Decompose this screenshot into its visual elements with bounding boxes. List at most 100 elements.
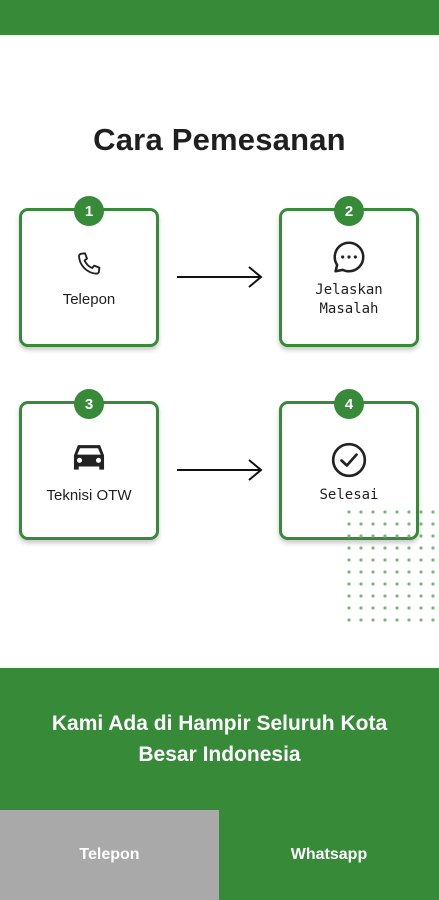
decorative-dot	[395, 570, 399, 574]
decorative-dot	[359, 606, 363, 610]
decorative-dot	[359, 510, 363, 514]
telepon-button[interactable]: Telepon	[0, 810, 219, 900]
decorative-dot	[371, 582, 375, 586]
check-circle-icon	[329, 440, 369, 480]
decorative-dot	[407, 546, 411, 550]
step-number-badge: 2	[334, 196, 364, 226]
decorative-dot	[347, 534, 351, 538]
decorative-dot	[347, 582, 351, 586]
decorative-dot	[395, 510, 399, 514]
decorative-dot	[359, 582, 363, 586]
step-label: Selesai	[319, 487, 379, 503]
decorative-dot	[407, 522, 411, 526]
decorative-dot	[407, 570, 411, 574]
decorative-dot	[371, 522, 375, 526]
whatsapp-button[interactable]: Whatsapp	[219, 810, 439, 900]
car-icon	[69, 437, 109, 477]
decorative-dot	[419, 594, 423, 598]
step-number-badge: 1	[74, 196, 104, 226]
decorative-dot	[347, 618, 351, 622]
decorative-dot	[395, 594, 399, 598]
banner-text: Kami Ada di Hampir Seluruh Kota Besar In…	[51, 712, 388, 766]
decorative-dot	[359, 522, 363, 526]
step-number-badge: 4	[334, 389, 364, 419]
decorative-dot	[407, 534, 411, 538]
decorative-dot	[347, 594, 351, 598]
step-card-selesai: 4 Selesai	[279, 389, 419, 540]
decorative-dot	[431, 558, 435, 562]
decorative-dot	[371, 606, 375, 610]
phone-icon	[69, 245, 109, 285]
decorative-dot	[359, 594, 363, 598]
decorative-dot	[371, 570, 375, 574]
decorative-dot	[419, 510, 423, 514]
decorative-dot	[431, 618, 435, 622]
decorative-dot	[395, 618, 399, 622]
decorative-dot	[407, 582, 411, 586]
decorative-dot	[419, 546, 423, 550]
step-card-telepon: 1 Telepon	[19, 196, 159, 347]
decorative-dot	[419, 522, 423, 526]
decorative-dot	[383, 618, 387, 622]
decorative-dot	[431, 510, 435, 514]
decorative-dot	[431, 522, 435, 526]
decorative-dot	[371, 534, 375, 538]
arrow-right-icon	[177, 266, 263, 288]
decorative-dot	[371, 618, 375, 622]
decorative-dot	[383, 606, 387, 610]
arrow-right-icon	[177, 459, 263, 481]
decorative-dot	[395, 606, 399, 610]
decorative-dot	[419, 606, 423, 610]
decorative-dot	[371, 594, 375, 598]
decorative-dot	[419, 534, 423, 538]
decorative-dot	[407, 558, 411, 562]
decorative-dot	[383, 558, 387, 562]
decorative-dot	[371, 510, 375, 514]
top-bar	[0, 0, 439, 35]
decorative-dot	[347, 558, 351, 562]
decorative-dot	[383, 510, 387, 514]
decorative-dot	[371, 558, 375, 562]
decorative-dot	[395, 534, 399, 538]
decorative-dot	[407, 594, 411, 598]
decorative-dot	[395, 546, 399, 550]
decorative-dot	[383, 594, 387, 598]
decorative-dot	[359, 546, 363, 550]
decorative-dot	[359, 558, 363, 562]
decorative-dot	[347, 510, 351, 514]
decorative-dot	[431, 546, 435, 550]
decorative-dot	[407, 618, 411, 622]
decorative-dot	[395, 558, 399, 562]
decorative-dot	[383, 570, 387, 574]
decorative-dot	[431, 570, 435, 574]
decorative-dot	[347, 606, 351, 610]
page-title: Cara Pemesanan	[93, 122, 346, 157]
step-label: Teknisi OTW	[46, 487, 132, 504]
decorative-dot	[419, 618, 423, 622]
decorative-dot	[359, 534, 363, 538]
coverage-banner: Kami Ada di Hampir Seluruh Kota Besar In…	[0, 668, 439, 810]
decorative-dot	[347, 546, 351, 550]
decorative-dot	[371, 546, 375, 550]
decorative-dot	[395, 522, 399, 526]
chat-icon	[329, 237, 369, 277]
decorative-dot	[431, 606, 435, 610]
decorative-dot	[395, 582, 399, 586]
decorative-dot	[419, 570, 423, 574]
decorative-dot	[383, 582, 387, 586]
decorative-dot	[431, 534, 435, 538]
decorative-dot	[419, 582, 423, 586]
decorative-dot	[383, 534, 387, 538]
decorative-dot	[407, 510, 411, 514]
step-card-teknisi-otw: 3 Teknisi OTW	[19, 389, 159, 540]
decorative-dot	[347, 522, 351, 526]
decorative-dot-pattern	[347, 510, 435, 622]
step-number-badge: 3	[74, 389, 104, 419]
decorative-dot	[359, 618, 363, 622]
decorative-dot	[383, 546, 387, 550]
step-label: Jelaskan Masalah	[315, 282, 383, 317]
step-label: Telepon	[62, 291, 116, 308]
decorative-dot	[359, 570, 363, 574]
step-card-jelaskan-masalah: 2 Jelaskan Masalah	[279, 196, 419, 347]
decorative-dot	[431, 582, 435, 586]
